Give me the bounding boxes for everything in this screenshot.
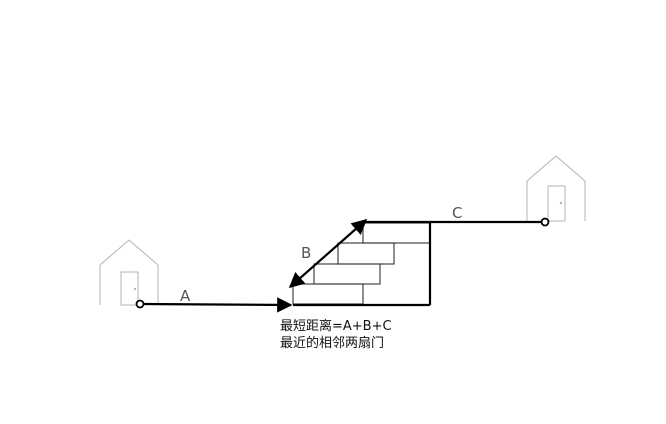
right-door-point: [540, 217, 550, 227]
staircase: [292, 222, 432, 307]
right-house-icon: [526, 155, 586, 222]
caption-description: 最近的相邻两扇门: [280, 336, 385, 351]
segment-label-c: C: [452, 204, 462, 222]
caption: 最短距离=A+B+C 最近的相邻两扇门: [280, 318, 392, 352]
caption-formula: 最短距离=A+B+C: [280, 319, 392, 334]
path-segment-a: [139, 297, 293, 313]
left-house-icon: [99, 239, 159, 306]
segment-label-a: A: [180, 287, 191, 305]
left-door-point: [135, 299, 145, 309]
path-segment-b: [288, 218, 368, 289]
segment-label-b: B: [301, 244, 311, 262]
